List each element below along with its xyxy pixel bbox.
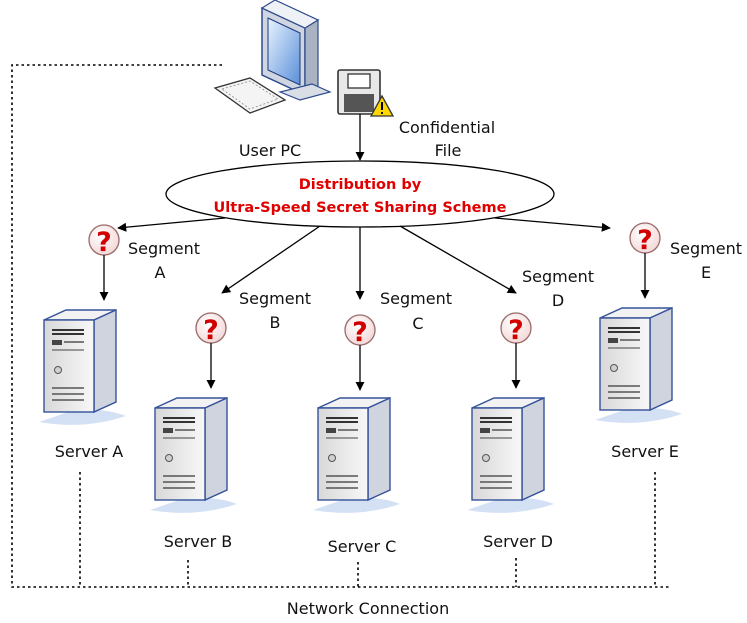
- segment-d: ? Segment D: [500, 267, 594, 389]
- floppy-disk-icon: [337, 69, 381, 115]
- distribution-arrows: [117, 217, 611, 300]
- ellipse-text-line2: Ultra-Speed Secret Sharing Scheme: [214, 200, 507, 216]
- segment-b-letter: B: [270, 313, 281, 332]
- server-e-label: Server E: [611, 442, 679, 461]
- question-mark-b: ?: [203, 315, 219, 346]
- segment-e: ? Segment E: [629, 222, 742, 299]
- question-mark-d: ?: [508, 315, 524, 346]
- user-pc-label: User PC: [239, 141, 301, 160]
- warning-icon: [369, 94, 395, 117]
- server-a-label: Server A: [55, 442, 124, 461]
- segment-b: ? Segment B: [195, 289, 311, 389]
- distribution-ellipse: [165, 160, 555, 228]
- network-connection-label: Network Connection: [287, 599, 449, 618]
- network-connection-line: [11, 64, 670, 588]
- segment-d-letter: D: [552, 291, 564, 310]
- server-d-icon: [466, 397, 555, 514]
- segment-d-word: Segment: [522, 267, 594, 286]
- segment-e-word: Segment: [670, 239, 742, 258]
- question-mark-c: ?: [352, 317, 368, 348]
- segment-a: ? Segment A: [88, 224, 200, 301]
- confidential-file-label-line1: Confidential: [399, 118, 495, 137]
- server-d-label: Server D: [483, 532, 553, 551]
- segment-a-word: Segment: [128, 239, 200, 258]
- question-mark-e: ?: [637, 225, 653, 256]
- user-pc-icon: [213, 0, 332, 114]
- segment-a-letter: A: [155, 263, 166, 282]
- question-mark-a: ?: [96, 227, 112, 258]
- segment-e-letter: E: [701, 263, 711, 282]
- server-c-icon: [312, 397, 401, 514]
- segment-c: ? Segment C: [344, 289, 452, 391]
- ellipse-text-line1: Distribution by: [299, 177, 422, 193]
- segment-b-word: Segment: [239, 289, 311, 308]
- server-b-icon: [149, 397, 238, 514]
- segment-c-letter: C: [412, 314, 423, 333]
- server-e-icon: [594, 307, 683, 424]
- server-b-label: Server B: [164, 532, 233, 551]
- segment-c-word: Segment: [380, 289, 452, 308]
- server-a-icon: [38, 309, 127, 426]
- server-c-label: Server C: [328, 537, 397, 556]
- confidential-file-label-line2: File: [435, 141, 462, 160]
